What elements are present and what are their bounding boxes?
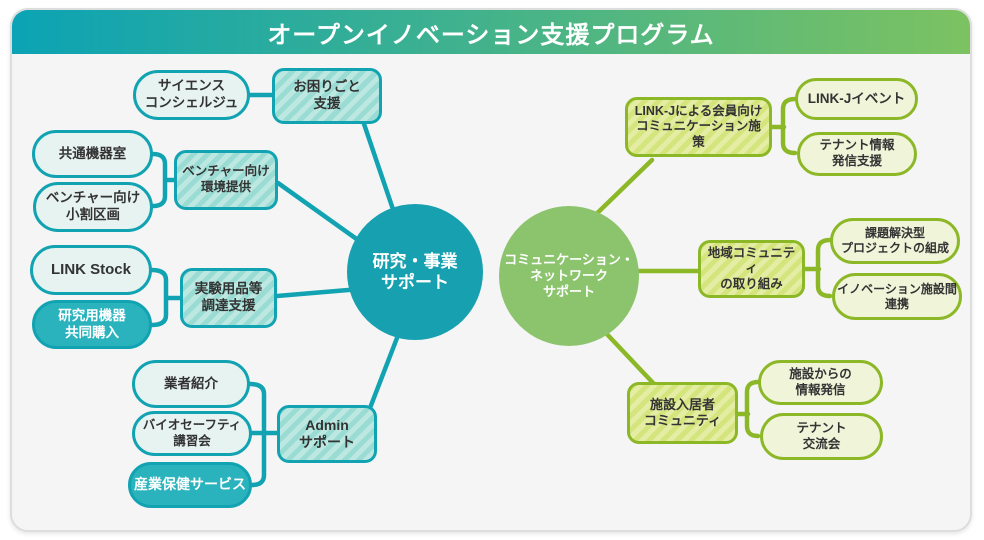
leaf-vendor-introduction: 業者紹介 — [132, 360, 250, 408]
hub-research-business-support: 研究・事業 サポート — [347, 204, 483, 340]
branch-regional-community: 地域コミュニティ の取り組み — [698, 240, 805, 298]
hub-communication-network-support: コミュニケーション・ ネットワーク サポート — [499, 206, 639, 346]
branch-venture-environment: ベンチャー向け 環境提供 — [174, 150, 278, 210]
leaf-science-concierge: サイエンス コンシェルジュ — [133, 70, 250, 120]
leaf-tenant-exchange: テナント 交流会 — [760, 413, 883, 460]
leaf-problem-solving-project: 課題解決型 プロジェクトの組成 — [830, 218, 960, 264]
program-title: オープンイノベーション支援プログラム — [267, 21, 715, 49]
leaf-facility-info-broadcast: 施設からの 情報発信 — [758, 360, 883, 405]
leaf-shared-equipment-room: 共通機器室 — [32, 130, 153, 178]
leaf-tenant-info-support: テナント情報 発信支援 — [797, 132, 917, 176]
branch-lab-supplies-procurement: 実験用品等 調達支援 — [180, 268, 277, 328]
branch-linkj-member-communication: LINK-Jによる会員向け コミュニケーション施策 — [625, 97, 772, 157]
leaf-research-equipment-joint-purchase: 研究用機器 共同購入 — [32, 300, 152, 349]
branch-admin-support: Admin サポート — [277, 405, 377, 463]
leaf-innovation-facility-collab: イノベーション施設間 連携 — [832, 273, 962, 320]
leaf-venture-small-partition: ベンチャー向け 小割区画 — [33, 182, 153, 232]
branch-facility-resident-community: 施設入居者 コミュニティ — [627, 382, 738, 444]
branch-trouble-support: お困りごと 支援 — [272, 68, 382, 124]
leaf-linkj-event: LINK-Jイベント — [795, 78, 918, 120]
header-bar: オープンイノベーション支援プログラム — [12, 10, 970, 54]
leaf-link-stock: LINK Stock — [30, 245, 152, 295]
leaf-biosafety-seminar: バイオセーフティ 講習会 — [132, 411, 252, 456]
leaf-occupational-health-service: 産業保健サービス — [128, 462, 252, 508]
